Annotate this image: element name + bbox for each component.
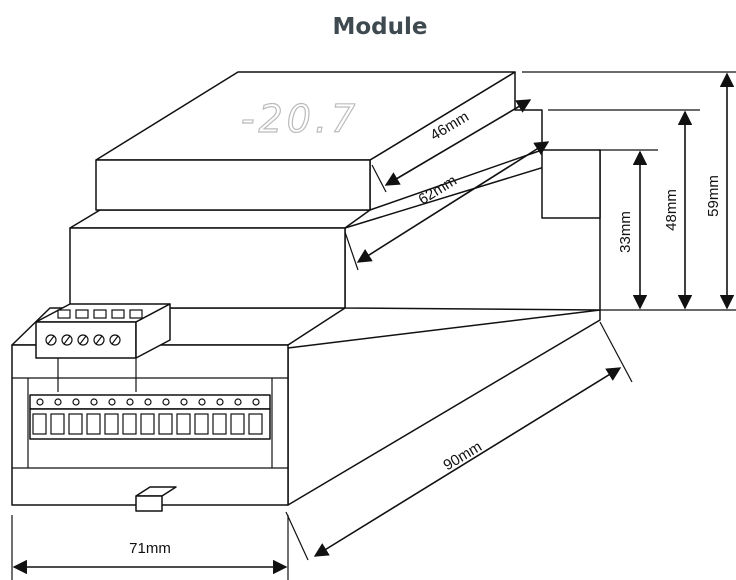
terminal-screw-row: [29, 394, 271, 410]
lower-terminal-strip: [29, 394, 271, 440]
upper-terminal-screws: [45, 334, 121, 346]
diagram-title: Module: [332, 14, 428, 40]
upper-terminal-block: [35, 303, 171, 392]
height-full-label: 59mm: [705, 175, 722, 217]
dim-heights: 33mm 48mm 59mm: [522, 71, 736, 311]
height-low-label: 33mm: [617, 211, 634, 253]
top-side-step: [541, 149, 601, 219]
length-label: 90mm: [440, 438, 484, 474]
height-mid-label: 48mm: [663, 189, 680, 231]
middle-top-face: [69, 209, 371, 229]
dim-width: 71mm: [11, 515, 289, 580]
top-front-face: [95, 159, 371, 211]
middle-front-face: [69, 227, 346, 309]
width-label: 71mm: [129, 540, 171, 557]
display-readout: -20.7: [241, 97, 359, 141]
din-clip: [135, 486, 177, 512]
